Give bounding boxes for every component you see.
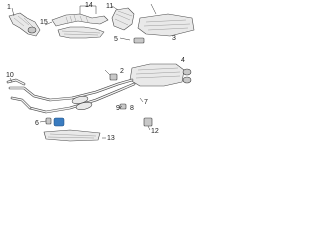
callout-8: 8: [130, 105, 134, 112]
leader-lines: [9, 3, 157, 139]
front-pipe-part: [51, 13, 109, 27]
rear-heat-shield-part: [137, 13, 195, 37]
callout-15: 15: [40, 19, 48, 26]
callout-6: 6: [35, 120, 39, 127]
callout-4: 4: [181, 57, 185, 64]
callout-2: 2: [120, 68, 124, 75]
lower-heat-shield-part: [43, 129, 101, 142]
exhaust-system-diagram: 1 2 3 4 5 6 7 8 9 10 11 12 13 14 15: [6, 2, 195, 142]
callouts: 1 2 3 4 5 6 7 8 9 10 11 12 13 14 15: [6, 2, 185, 142]
callout-5: 5: [114, 36, 118, 43]
callout-13: 13: [107, 135, 115, 142]
resonator-part: [71, 95, 93, 111]
clamp-part: [133, 37, 145, 44]
upper-heat-shield-part: [57, 26, 105, 39]
callout-3: 3: [172, 35, 176, 42]
callout-14: 14: [85, 2, 93, 9]
highlighted-bracket-part: [45, 117, 65, 127]
callout-10: 10: [6, 72, 14, 79]
insulator-part: [109, 73, 153, 127]
muffler-part: [129, 63, 192, 87]
manifold-converter-part: [8, 12, 41, 37]
callout-11: 11: [106, 3, 113, 10]
callout-1: 1: [7, 4, 11, 11]
callout-12: 12: [151, 128, 159, 135]
center-heat-shield-part: [111, 7, 135, 31]
hanger-rod-part: [6, 78, 26, 86]
callout-9: 9: [116, 105, 120, 112]
callout-7: 7: [144, 99, 148, 106]
